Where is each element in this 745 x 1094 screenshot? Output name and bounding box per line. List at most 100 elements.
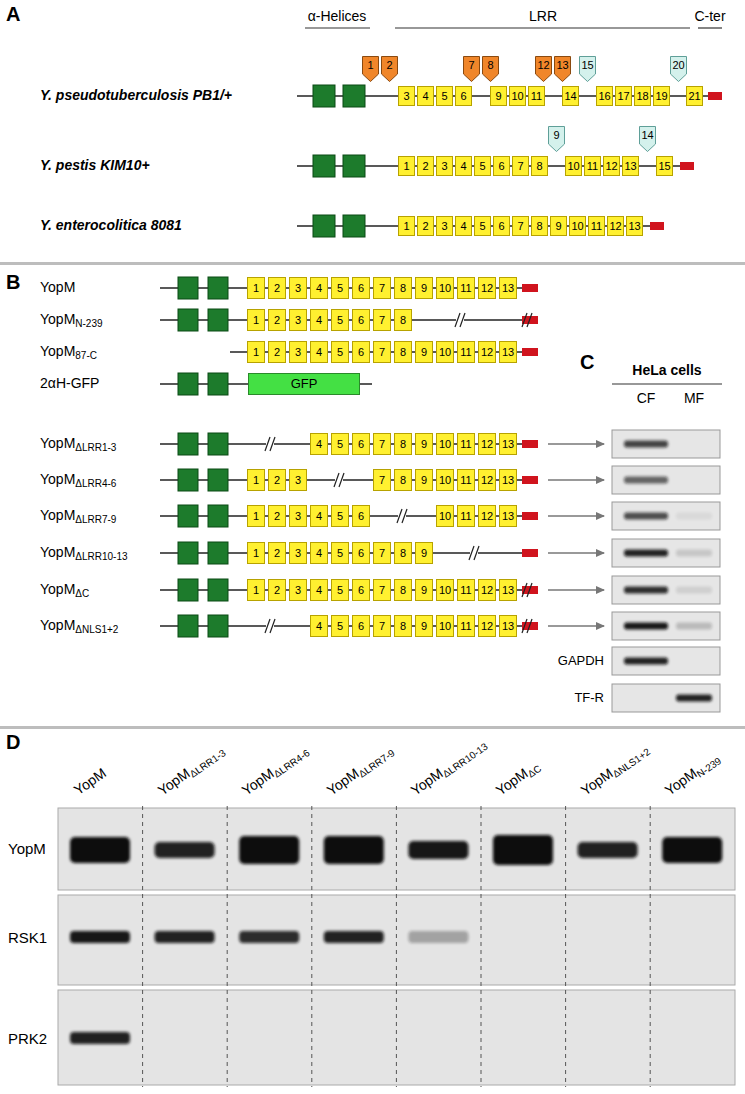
alpha-helix-box (208, 615, 228, 637)
lrr-box: 3 (289, 277, 307, 299)
insert-flag: 14 (639, 126, 656, 152)
box-number: 15 (658, 157, 670, 175)
lrr-box: 5 (474, 156, 491, 176)
alpha-helix-box (208, 309, 228, 331)
lrr-box: 2 (268, 469, 286, 491)
box-number: 8 (400, 470, 406, 490)
domain-bracket (305, 27, 370, 28)
lrr-box: 8 (394, 341, 412, 363)
insert-flag: 7 (463, 56, 480, 82)
box-number: 6 (358, 434, 364, 454)
label-group: LRR (529, 8, 557, 24)
box-number: 11 (531, 87, 542, 105)
lrr-box: 2 (268, 579, 286, 601)
text-label: YopM (40, 343, 75, 359)
text-label: YopM (40, 617, 75, 633)
alpha-helix-box (313, 155, 335, 177)
box-number: 7 (379, 580, 385, 600)
alpha-helix-box (208, 579, 228, 601)
lrr-box: 11 (588, 216, 605, 236)
lrr-box: 9 (415, 433, 433, 455)
lrr-box: 2 (417, 216, 434, 236)
lrr-box: 10 (436, 505, 454, 527)
alpha-helix-box (343, 215, 365, 237)
lrr-box: 4 (310, 579, 328, 601)
lrr-box: 2 (268, 341, 286, 363)
text-label: Y. pestis KIM10+ (40, 157, 150, 173)
box-number: 2 (274, 543, 280, 563)
lrr-box: 8 (394, 309, 412, 331)
header-line (612, 383, 722, 384)
alpha-helix-box (208, 433, 228, 455)
panel-letter: D (6, 731, 20, 753)
panel-separator (0, 726, 745, 729)
box-number: 1 (253, 506, 259, 526)
box-number: 3 (441, 217, 447, 235)
break-mark (527, 619, 532, 633)
label-group: GAPDH (558, 653, 604, 668)
box-number: 4 (422, 87, 428, 105)
box-number: 12 (481, 278, 493, 298)
box-number: 9 (421, 543, 427, 563)
box-number: 7 (379, 310, 385, 330)
blot-band (408, 841, 468, 859)
break-mark (527, 583, 532, 597)
text-label: MF (684, 390, 704, 406)
box-number: 2 (422, 157, 428, 175)
box-number: 1 (253, 278, 259, 298)
lrr-box: 9 (490, 86, 507, 106)
box-number: 21 (688, 87, 700, 105)
lane-separator (396, 806, 397, 1087)
text-label: RSK1 (8, 929, 47, 946)
lrr-box: 4 (310, 341, 328, 363)
box-number: 3 (295, 470, 301, 490)
label-group: C-ter (694, 8, 725, 24)
lrr-box: 13 (499, 615, 517, 637)
label-group: D (6, 730, 20, 754)
lrr-box: 4 (310, 615, 328, 637)
box-number: 11 (591, 217, 602, 235)
box-number: 6 (358, 580, 364, 600)
blot-band (155, 931, 215, 943)
text-label: YopM (324, 765, 362, 798)
lrr-box: 6 (352, 505, 370, 527)
lrr-box: 13 (626, 216, 643, 236)
text-label: YopM (40, 507, 75, 523)
box-number: 6 (358, 616, 364, 636)
lrr-box: 9 (415, 579, 433, 601)
lrr-box: 5 (331, 309, 349, 331)
box-number: 3 (295, 506, 301, 526)
lrr-box: 4 (310, 277, 328, 299)
lrr-box: 6 (352, 542, 370, 564)
box-number: 13 (628, 217, 640, 235)
box-number: 5 (441, 87, 447, 105)
lrr-box: 11 (584, 156, 601, 176)
box-number: 8 (400, 434, 406, 454)
lrr-box: 4 (310, 505, 328, 527)
lrr-box: 10 (436, 277, 454, 299)
lrr-box: 1 (247, 579, 265, 601)
box-number: 19 (655, 87, 667, 105)
text-label: YopM (662, 765, 700, 798)
lrr-box: 12 (478, 277, 496, 299)
text-label: YopM (8, 840, 46, 857)
box-number: 11 (460, 470, 471, 490)
box-number: 11 (460, 434, 471, 454)
box-number: 10 (439, 470, 451, 490)
construct-subscript: ΔLRR4-6 (75, 478, 116, 489)
lrr-box: 9 (415, 277, 433, 299)
lrr-box: 7 (373, 579, 391, 601)
lrr-box: 12 (478, 505, 496, 527)
break-mark (265, 619, 270, 633)
blot-band (624, 513, 668, 520)
blot-band (676, 587, 712, 594)
pointer-arrow (548, 589, 604, 591)
label-group: C (580, 350, 594, 374)
blot-band (676, 695, 712, 702)
box-number: 13 (502, 506, 514, 526)
lrr-box: 5 (331, 341, 349, 363)
label-group: PRK2 (8, 1030, 47, 1047)
flag-shape (483, 57, 499, 82)
label-group: YopM (71, 765, 109, 798)
lrr-box: 10 (436, 341, 454, 363)
